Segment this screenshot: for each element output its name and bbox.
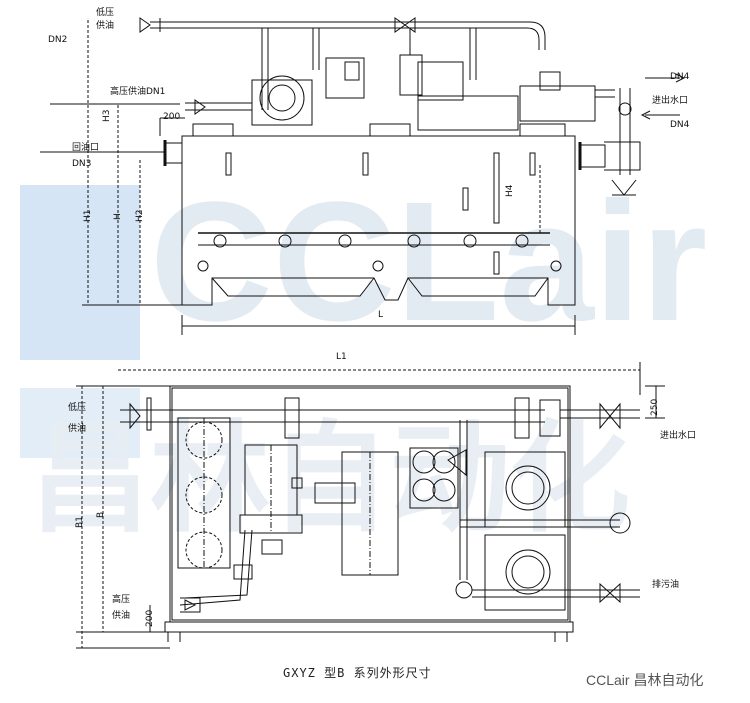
figure-caption: GXYZ 型B 系列外形尺寸	[283, 666, 432, 680]
label-dim-200-plan: 200	[145, 609, 155, 627]
label-dn2: DN2	[48, 35, 68, 45]
svg-text:昌林自动化: 昌林自动化	[30, 410, 630, 549]
label-dim-250: 250	[650, 398, 660, 416]
label-h1: H1	[83, 209, 93, 223]
label-b1: B1	[75, 516, 85, 528]
label-dn4-top: DN4	[670, 72, 690, 82]
label-b: B	[96, 511, 106, 518]
label-low-pressure-2: 供油	[96, 21, 115, 31]
label-high-pressure-1: 高压	[112, 595, 131, 605]
label-l: L	[378, 310, 384, 320]
label-plan-low-pressure-1: 低压	[68, 403, 87, 413]
label-h3: H3	[102, 109, 112, 123]
svg-text:CCLair: CCLair	[150, 167, 707, 357]
tank-holes	[197, 234, 562, 272]
label-l1: L1	[336, 352, 347, 362]
label-h4: H4	[505, 184, 515, 198]
label-return-port: 回油口	[72, 143, 100, 153]
brand-text: CCLair 昌林自动化	[586, 672, 704, 688]
label-plan-water-inout: 进出水口	[660, 431, 697, 441]
label-high-pressure-2: 供油	[112, 611, 131, 621]
elevation-view	[40, 17, 686, 335]
label-dim-200-top: 200	[163, 112, 181, 122]
label-high-pressure-supply: 高压供油DN1	[110, 87, 166, 97]
label-water-inout-top: 进出水口	[652, 96, 689, 106]
label-dn4-bottom: DN4	[670, 120, 690, 130]
label-drain-oil: 排污油	[652, 580, 680, 590]
label-h: H	[113, 213, 123, 220]
label-low-pressure-1: 低压	[96, 8, 115, 18]
label-plan-low-pressure-2: 供油	[68, 424, 87, 434]
label-dn3: DN3	[72, 159, 92, 169]
plan-view	[76, 362, 665, 649]
label-h2: H2	[135, 209, 145, 223]
